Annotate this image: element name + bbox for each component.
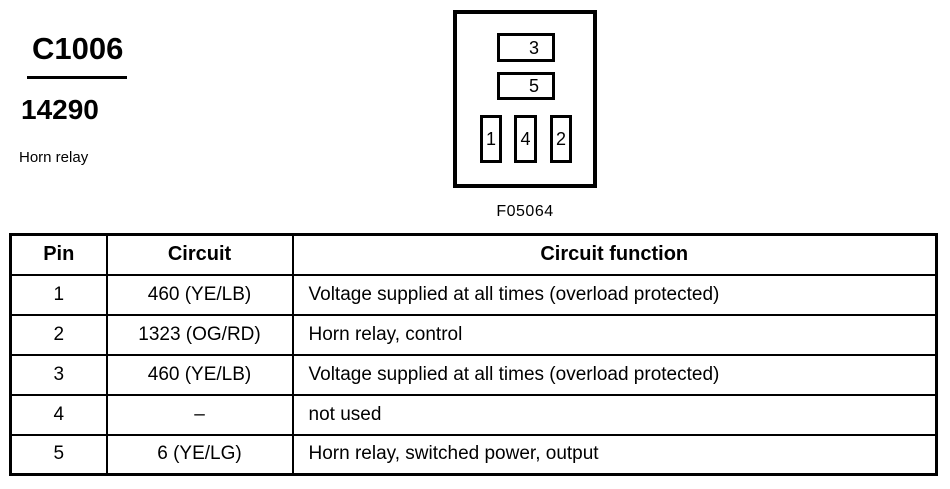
cavity-3: 3 (497, 33, 555, 62)
circuit-cell: 6 (YE/LG) (105, 433, 294, 476)
function-cell: not used (291, 393, 938, 436)
function-cell: Voltage supplied at all times (overload … (291, 353, 938, 396)
cavity-4: 4 (514, 115, 537, 163)
cavity-1-label: 1 (485, 129, 496, 149)
cavity-2: 2 (550, 115, 572, 163)
pin-cell: 5 (9, 433, 108, 476)
cavity-5-label: 5 (528, 76, 539, 96)
pin-cell: 1 (9, 273, 108, 316)
connector-id-title: C1006 (27, 33, 128, 79)
cavity-1: 1 (480, 115, 502, 163)
function-cell: Voltage supplied at all times (overload … (291, 273, 938, 316)
cavity-3-label: 3 (528, 37, 539, 58)
function-cell: Horn relay, control (291, 313, 938, 356)
pin-cell: 2 (9, 313, 108, 356)
cavity-4-label: 4 (520, 129, 531, 149)
table-row: 4–not used (9, 393, 938, 436)
figure-number-label: F05064 (496, 203, 554, 220)
connector-face-diagram: 3 5 1 4 2 (453, 10, 597, 188)
circuit-cell: 1323 (OG/RD) (105, 313, 294, 356)
col-header-pin: Pin (9, 233, 108, 276)
connector-description: Horn relay (19, 149, 89, 166)
pin-cell: 4 (9, 393, 108, 436)
part-number: 14290 (21, 94, 99, 125)
cavity-5: 5 (497, 72, 555, 100)
circuit-cell: – (105, 393, 294, 436)
cavity-2-label: 2 (555, 129, 566, 149)
circuit-cell: 460 (YE/LB) (105, 273, 294, 316)
col-header-circuit: Circuit (105, 233, 294, 276)
circuit-cell: 460 (YE/LB) (105, 353, 294, 396)
table-header-row: Pin Circuit Circuit function (9, 233, 938, 276)
col-header-circuit-function: Circuit function (291, 233, 938, 276)
pin-cell: 3 (9, 353, 108, 396)
function-cell: Horn relay, switched power, output (291, 433, 938, 476)
